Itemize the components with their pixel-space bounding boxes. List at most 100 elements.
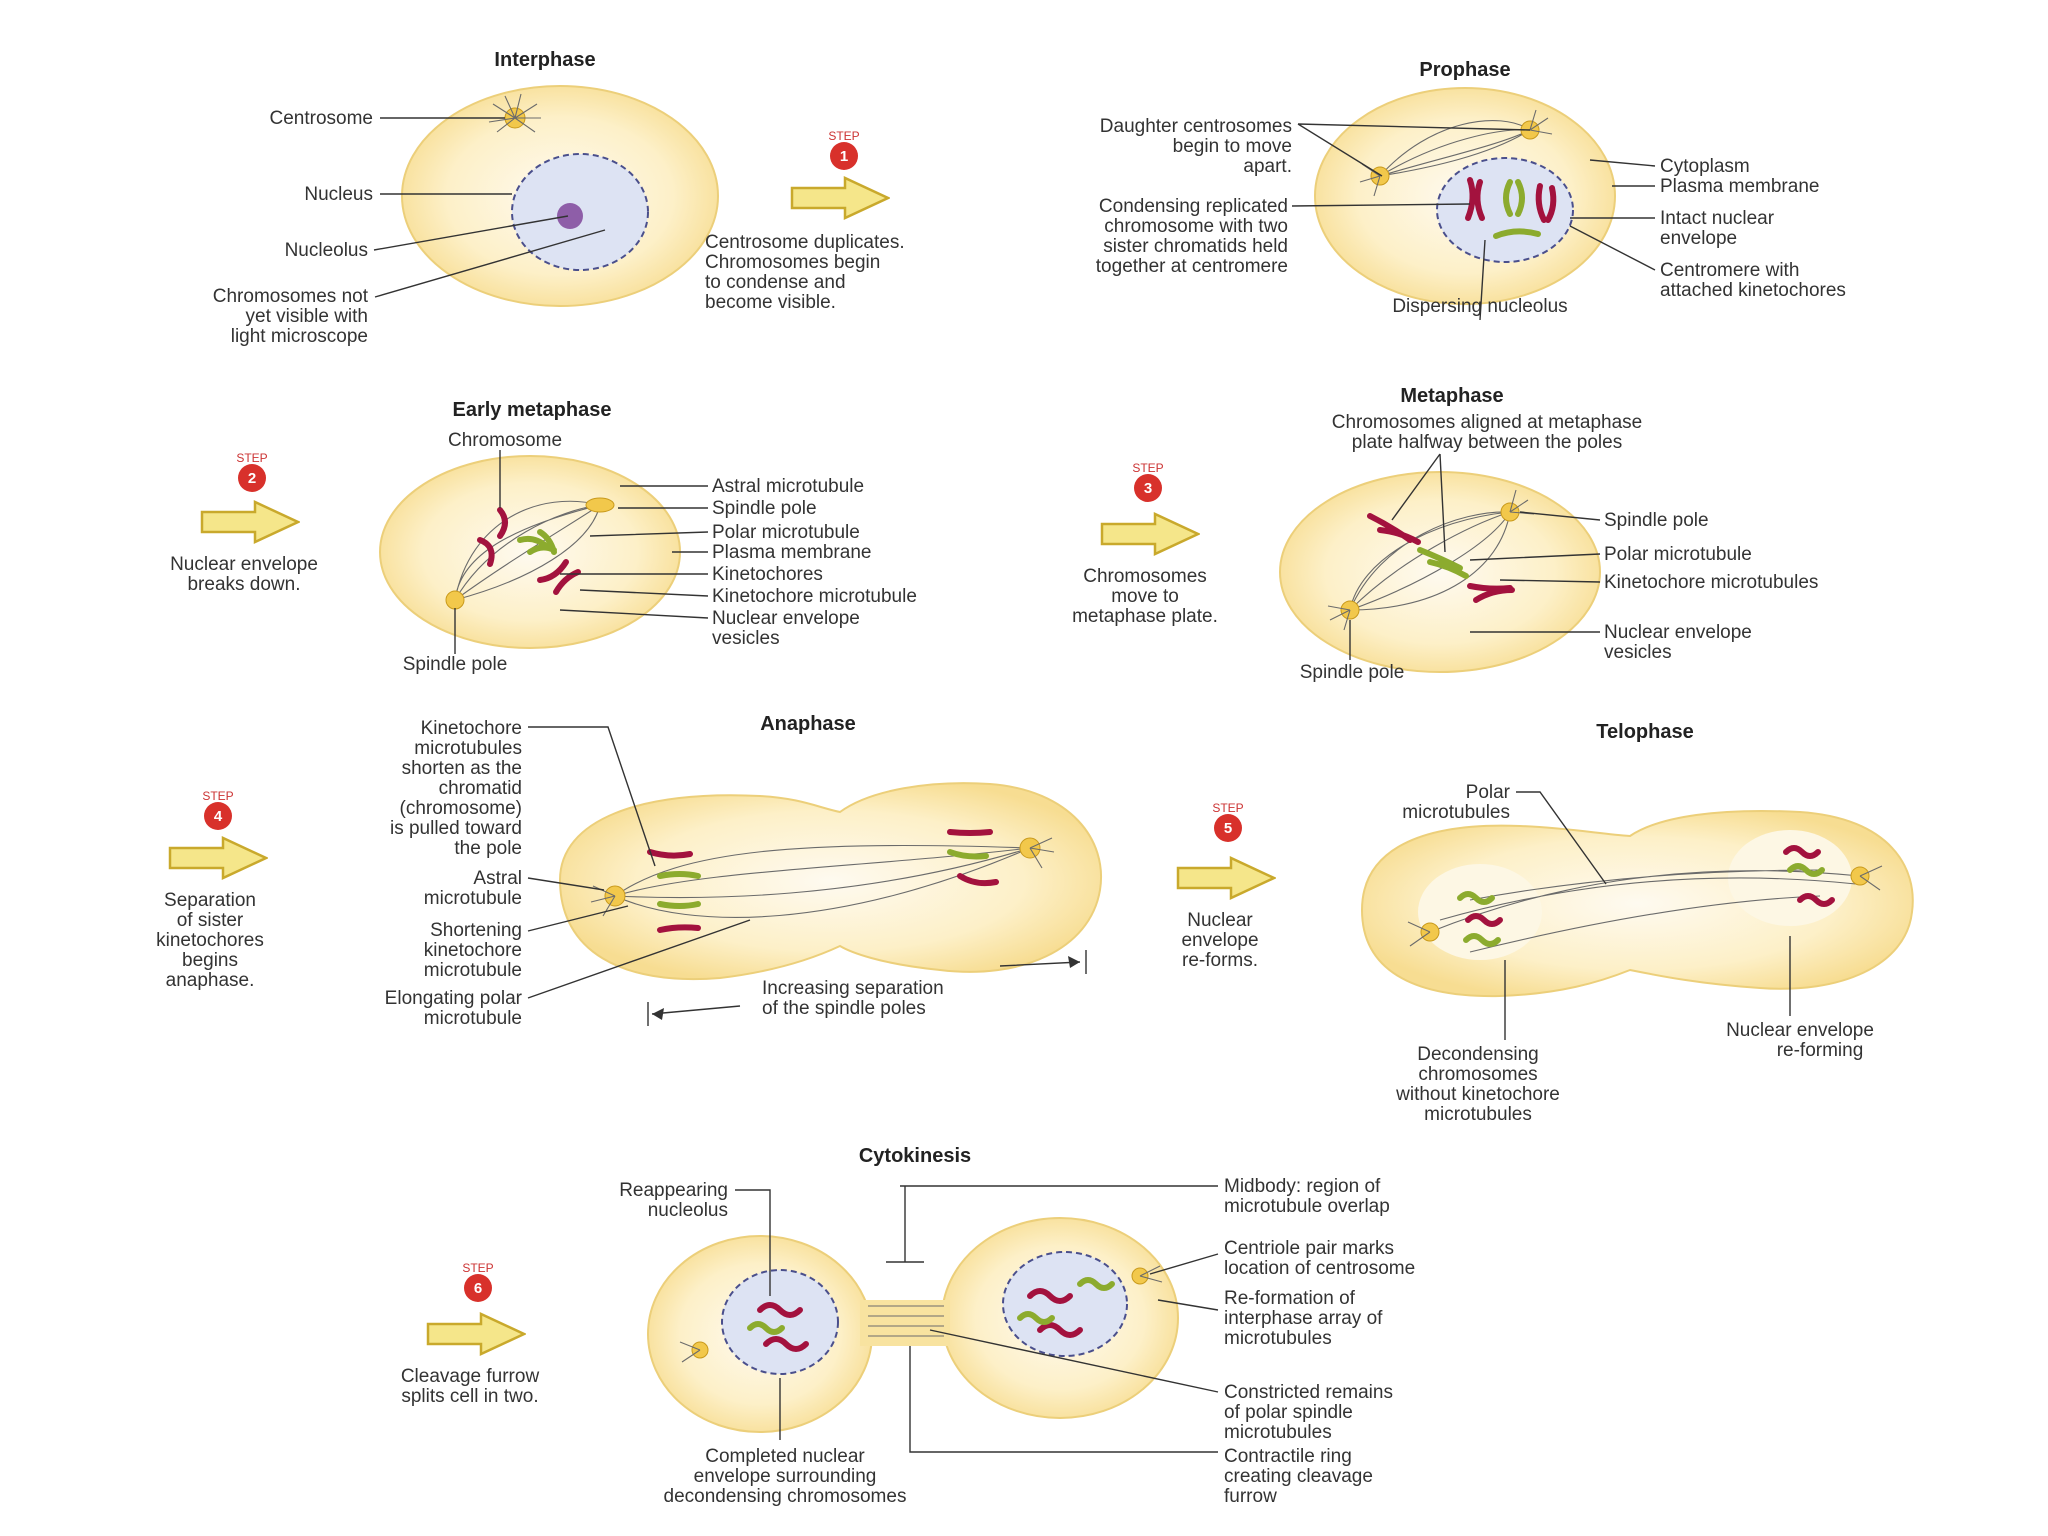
step-4-arrow-icon xyxy=(168,836,268,880)
step-3-text-3: metaphase plate. xyxy=(1072,606,1218,627)
cytokinesis-label-envelope-2: envelope surrounding xyxy=(694,1466,877,1487)
cytokinesis-left-nucleus xyxy=(721,1269,839,1375)
step-1-number: 1 xyxy=(840,148,848,165)
prophase-label-nucleolus: Dispersing nucleolus xyxy=(1392,296,1567,317)
telophase-label-decondensing-3: without kinetochore xyxy=(1395,1084,1560,1105)
metaphase-label-4: Nuclear envelope xyxy=(1604,622,1752,643)
step-5-text-1: Nuclear xyxy=(1187,910,1253,931)
prophase-label-centromere-1: Centromere with xyxy=(1660,260,1799,281)
early-metaphase-title: Early metaphase xyxy=(453,399,612,421)
anaphase-leader-lines xyxy=(527,726,751,999)
anaphase-spindle xyxy=(590,837,1055,918)
metaphase-leader-lines xyxy=(1349,453,1601,660)
cytokinesis-label-nucleolus-1: Reappearing xyxy=(619,1180,728,1201)
cytokinesis-label-3: Centriole pair marks xyxy=(1224,1238,1394,1259)
interphase-nucleolus xyxy=(557,203,583,229)
step-4-text-1: Separation xyxy=(164,890,256,911)
cytokinesis-title: Cytokinesis xyxy=(859,1145,971,1167)
anaphase-label-9: microtubule xyxy=(424,888,522,909)
telophase-label-envelope-1: Nuclear envelope xyxy=(1726,1020,1874,1041)
label-centrosome: Centrosome xyxy=(270,108,374,129)
anaphase-label-1: Kinetochore xyxy=(421,718,522,739)
prophase-label-4: Condensing replicated xyxy=(1099,196,1288,217)
prophase-title: Prophase xyxy=(1419,59,1510,81)
step-4-tag: STEP xyxy=(202,789,233,803)
anaphase-label-12: microtubule xyxy=(424,960,522,981)
early-metaphase-label-8: vesicles xyxy=(712,628,780,649)
prophase-label-7: together at centromere xyxy=(1096,256,1288,277)
anaphase-label-7: the pole xyxy=(454,838,522,859)
step-1-arrow-icon xyxy=(790,176,890,220)
step-6-arrow-icon xyxy=(426,1312,526,1356)
step-5-text-3: re-forms. xyxy=(1182,950,1258,971)
step-4-badge xyxy=(204,802,232,830)
prophase-label-3: apart. xyxy=(1243,156,1292,177)
step-3-text-2: move to xyxy=(1111,586,1179,607)
telophase-left-nucleus xyxy=(1418,864,1542,960)
cytokinesis-label-13: furrow xyxy=(1224,1486,1277,1507)
cytokinesis-label-6: interphase array of xyxy=(1224,1308,1383,1329)
early-metaphase-label-4: Plasma membrane xyxy=(712,542,871,563)
label-chromosomes-1: Chromosomes not xyxy=(213,286,369,307)
telophase-label-envelope-2: re-forming xyxy=(1777,1040,1864,1061)
interphase-panel: Interphase Centrosome Nucleus Nucleolus … xyxy=(213,49,719,347)
anaphase-pole-marks xyxy=(647,950,1087,1026)
metaphase-label-aligned-2: plate halfway between the poles xyxy=(1352,432,1622,453)
cytokinesis-label-1: Midbody: region of xyxy=(1224,1176,1381,1197)
metaphase-label-1: Spindle pole xyxy=(1604,510,1709,531)
anaphase-label-6: is pulled toward xyxy=(390,818,522,839)
cytokinesis-label-2: microtubule overlap xyxy=(1224,1196,1390,1217)
early-metaphase-label-pole: Spindle pole xyxy=(403,654,508,675)
early-metaphase-label-1: Astral microtubule xyxy=(712,476,864,497)
cytokinesis-midbody xyxy=(860,1300,950,1346)
anaphase-label-4: chromatid xyxy=(439,778,522,799)
cytokinesis-astral-rays xyxy=(679,1265,1163,1363)
cytokinesis-label-4: location of centrosome xyxy=(1224,1258,1415,1279)
metaphase-label-5: vesicles xyxy=(1604,642,1672,663)
early-metaphase-label-5: Kinetochores xyxy=(712,564,823,585)
step-5-text-2: envelope xyxy=(1181,930,1258,951)
anaphase-title: Anaphase xyxy=(760,713,856,735)
step-5-tag: STEP xyxy=(1212,801,1243,815)
step-1: STEP 1 Centrosome duplicates. Chromosome… xyxy=(705,129,905,313)
cytokinesis-label-envelope-3: decondensing chromosomes xyxy=(664,1486,907,1507)
telophase-label-decondensing-4: microtubules xyxy=(1424,1104,1532,1125)
early-metaphase-chromosomes xyxy=(477,507,581,595)
metaphase-chromosomes xyxy=(1367,513,1515,603)
step-4: STEP 4 Separation of sister kinetochores… xyxy=(156,789,268,991)
cytokinesis-label-envelope-1: Completed nuclear xyxy=(705,1446,865,1467)
cytokinesis-leader-lines xyxy=(735,1185,1219,1453)
step-6-text-2: splits cell in two. xyxy=(401,1386,538,1407)
step-3-number: 3 xyxy=(1144,480,1152,497)
anaphase-label-2: microtubules xyxy=(414,738,522,759)
metaphase-cell xyxy=(1279,471,1601,673)
cytokinesis-polar-remains xyxy=(868,1305,944,1337)
telophase-label-polar-1: Polar xyxy=(1466,782,1511,803)
step-1-tag: STEP xyxy=(828,129,859,143)
telophase-label-decondensing-1: Decondensing xyxy=(1417,1044,1538,1065)
label-nucleus: Nucleus xyxy=(304,184,373,205)
anaphase-label-13: Elongating polar xyxy=(385,988,523,1009)
cytokinesis-label-8: Constricted remains xyxy=(1224,1382,1393,1403)
prophase-label-1: Daughter centrosomes xyxy=(1100,116,1292,137)
cytokinesis-label-12: creating cleavage xyxy=(1224,1466,1373,1487)
cytokinesis-label-9: of polar spindle xyxy=(1224,1402,1353,1423)
telophase-title: Telophase xyxy=(1596,721,1693,743)
step-6: STEP 6 Cleavage furrow splits cell in tw… xyxy=(401,1261,540,1407)
prophase-chromosomes xyxy=(1465,177,1557,239)
step-3-badge xyxy=(1134,474,1162,502)
step-1-badge xyxy=(830,142,858,170)
prophase-label-6: sister chromatids held xyxy=(1103,236,1288,257)
step-5-number: 5 xyxy=(1224,820,1232,837)
interphase-leader-lines xyxy=(373,117,606,298)
prophase-panel: Prophase Daughter centrosomes begin to m… xyxy=(1096,59,1846,321)
step-2-text-2: breaks down. xyxy=(187,574,300,595)
telophase-chromosomes xyxy=(1457,845,1835,947)
step-4-number: 4 xyxy=(214,808,223,825)
step-4-text-2: of sister xyxy=(177,910,244,931)
label-chromosomes-3: light microscope xyxy=(231,326,368,347)
prophase-label-2: begin to move xyxy=(1173,136,1292,157)
prophase-label-envelope-2: envelope xyxy=(1660,228,1737,249)
anaphase-label-11: kinetochore xyxy=(424,940,522,961)
